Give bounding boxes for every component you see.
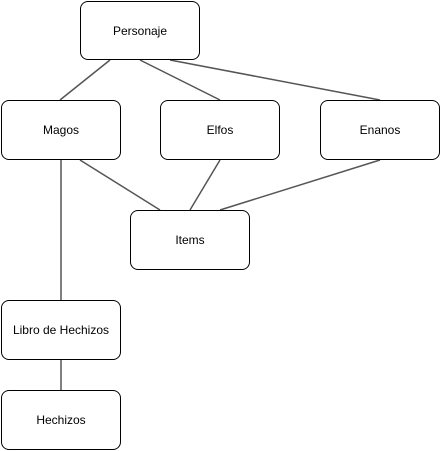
edge-personaje-enanos bbox=[169, 59, 381, 101]
node-label: Elfos bbox=[206, 123, 234, 137]
node-label: Items bbox=[175, 233, 205, 247]
node-items[interactable]: Items bbox=[130, 210, 250, 270]
edges-layer bbox=[59, 59, 381, 390]
edge-personaje-magos bbox=[59, 59, 111, 101]
edge-enanos-items bbox=[219, 159, 381, 211]
node-label: Libro de Hechizos bbox=[12, 323, 110, 337]
node-label: Hechizos bbox=[36, 413, 86, 427]
node-label: Personaje bbox=[112, 23, 168, 38]
node-elfos[interactable]: Elfos bbox=[160, 100, 280, 160]
node-label: Enanos bbox=[359, 123, 401, 137]
node-libro-de-hechizos[interactable]: Libro de Hechizos bbox=[1, 300, 121, 360]
node-enanos[interactable]: Enanos bbox=[320, 100, 440, 160]
node-label: Magos bbox=[42, 123, 80, 137]
node-personaje[interactable]: Personaje bbox=[80, 1, 200, 60]
edge-personaje-elfos bbox=[139, 59, 221, 101]
edge-elfos-items bbox=[189, 159, 221, 211]
edge-magos-items bbox=[79, 159, 161, 211]
node-magos[interactable]: Magos bbox=[1, 100, 121, 160]
node-hechizos[interactable]: Hechizos bbox=[1, 390, 121, 450]
